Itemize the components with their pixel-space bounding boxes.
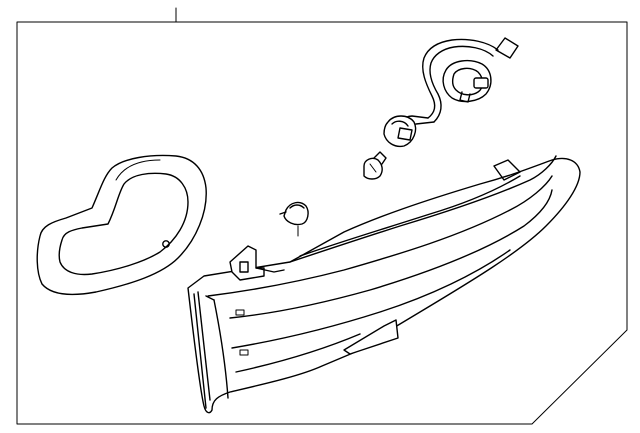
bulb-socket-icon <box>383 115 435 148</box>
wedge-bulb-icon <box>363 151 387 180</box>
assembly-frame <box>16 21 628 425</box>
grommet-nut-icon <box>279 201 309 237</box>
gasket-seal-icon <box>36 154 207 296</box>
wiring-harness-socket-icon <box>422 37 519 123</box>
tail-lamp-housing-icon <box>187 155 581 414</box>
